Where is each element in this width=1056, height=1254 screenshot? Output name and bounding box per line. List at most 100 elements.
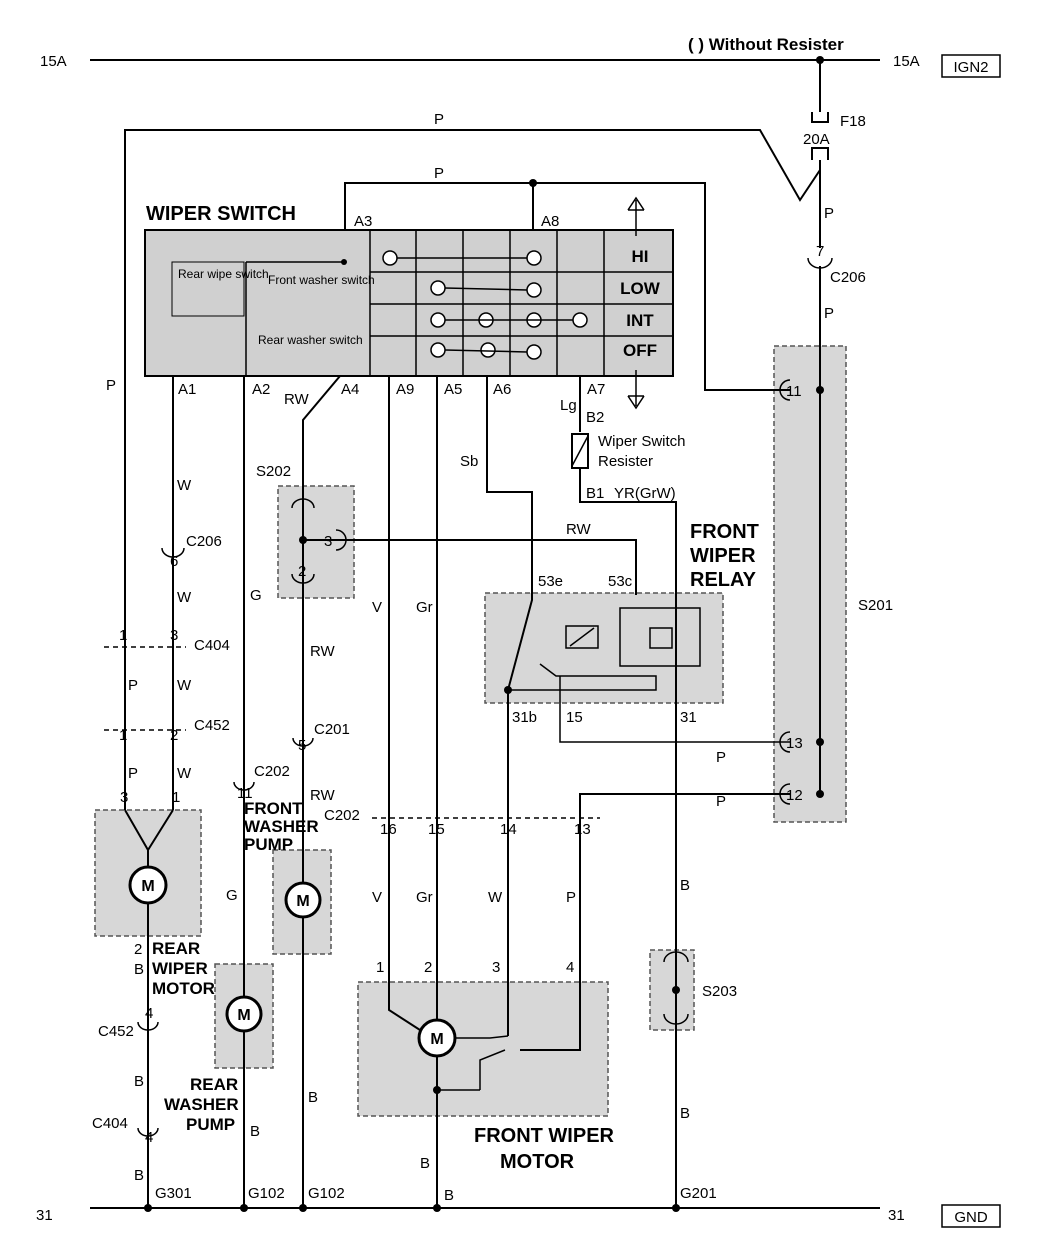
a4-wire [302, 375, 341, 882]
relay-pin-15: 15 [566, 709, 583, 726]
gnd-tag: GND [954, 1209, 988, 1226]
pin-a6: A6 [493, 381, 511, 398]
wire-color-p-7: P [128, 765, 138, 782]
pin-a4: A4 [341, 381, 359, 398]
wiper-switch-body [144, 229, 674, 377]
ign2-tag-box [941, 54, 1001, 78]
wire-color-b-4: B [250, 1123, 260, 1140]
relay-title-2: WIPER [690, 545, 756, 567]
rear-washer-pump-label-3: PUMP [186, 1115, 235, 1134]
s201-pin12 [779, 379, 791, 401]
c404-pin1: 1 [119, 627, 127, 644]
rear-motor-pin1: 1 [172, 789, 180, 806]
relay-internals [510, 607, 790, 743]
wire-color-g-2: G [226, 887, 238, 904]
relay-pin-31: 31 [680, 709, 697, 726]
s202-pin2 [291, 573, 315, 584]
resister-label-2: Resister [598, 453, 653, 470]
wire-color-p-1: P [824, 205, 834, 222]
rear-wipe-switch-label: Rear wipe switch [178, 267, 269, 281]
wire-color-rw-2: RW [566, 521, 592, 538]
switch-contacts [382, 250, 588, 360]
switch-inner-labels: Rear wipe switch Front washer switch Rea… [171, 259, 375, 376]
pin-13: 12 [786, 787, 803, 804]
front-motor-park-switch [455, 1035, 509, 1090]
c206-pin6 [161, 547, 185, 558]
resistor-pin-b1: B1 [586, 485, 604, 502]
s202-pin3-number: 3 [324, 533, 332, 550]
ign2-tag: IGN2 [953, 59, 988, 76]
wire-color-b-5: B [308, 1089, 318, 1106]
pin-6: 6 [170, 553, 178, 570]
pin-a9: A9 [396, 381, 414, 398]
rail-bottom-left-label: 31 [36, 1207, 53, 1224]
a6-wire [486, 376, 533, 691]
c202-pin11 [233, 781, 255, 791]
ground-g201: G201 [680, 1185, 717, 1202]
relay-pin-53c: 53c [608, 573, 633, 590]
relay-title-3: RELAY [690, 569, 757, 591]
pin-a7: A7 [587, 381, 605, 398]
wire-color-p-3: P [434, 111, 444, 128]
fuse-top-cap [811, 112, 829, 123]
rail-bottom-right-label: 31 [888, 1207, 905, 1224]
pin-a2: A2 [252, 381, 270, 398]
rear-wiper-motor-label-3: MOTOR [152, 979, 215, 998]
pin-11: 11 [237, 785, 253, 802]
wiper-switch-grid [369, 230, 673, 376]
motor-pin-1: 1 [376, 959, 384, 976]
rear-wiper-motor-symbol: M [141, 878, 154, 895]
rear-wiper-motor-label-2: WIPER [152, 959, 208, 978]
resistor-pin-b2: B2 [586, 409, 604, 426]
switch-pos-low: LOW [620, 279, 661, 298]
wire-color-lg: Lg [560, 397, 577, 414]
wire-color-gr-1: Gr [416, 599, 433, 616]
c202-label-2: C202 [324, 807, 360, 824]
pin-a5: A5 [444, 381, 462, 398]
switch-contact-bridges [397, 257, 573, 353]
front-washer-pump-symbol: M [296, 893, 309, 910]
s202-pin2-number: 2 [298, 563, 306, 580]
c206-label: C206 [186, 533, 222, 550]
fuse-rating: 20A [803, 131, 830, 148]
rear-washer-pump-symbol: M [237, 1007, 250, 1024]
c452-label: C452 [194, 717, 230, 734]
switch-up-arrow-icon [627, 196, 645, 236]
wire-color-p-9: P [716, 793, 726, 810]
fuse-bottom-cap [811, 147, 829, 160]
wire-color-g-1: G [250, 587, 262, 604]
rear-motor-leads [124, 809, 174, 851]
wire-color-gr-2: Gr [416, 889, 433, 906]
front-wiper-motor-symbol: M [430, 1031, 443, 1048]
c206-label-top: C206 [830, 269, 866, 286]
wire-color-w-4: W [177, 765, 192, 782]
rear-motor-pin3: 3 [120, 789, 128, 806]
c404-pin4-number: 4 [145, 1129, 153, 1146]
pin-12: 11 [786, 383, 802, 400]
wire-color-w-3: W [177, 677, 192, 694]
c202-label: C202 [254, 763, 290, 780]
wire-color-rw-3: RW [310, 643, 336, 660]
ground-g102-a: G102 [248, 1185, 285, 1202]
front-washer-pump-label-2: WASHER [244, 817, 319, 836]
wire-color-w-5: W [488, 889, 503, 906]
relay-pin-53e: 53e [538, 573, 563, 590]
switch-pos-int: INT [626, 311, 654, 330]
c201-pin5 [292, 737, 314, 747]
wire-color-b-7: B [444, 1187, 454, 1204]
wire-color-p-8: P [716, 749, 726, 766]
rear-motor-pin2: 2 [134, 941, 142, 958]
c404-pin4 [137, 1127, 159, 1137]
pin-7: 7 [816, 243, 824, 260]
s201-pin13-wire [520, 793, 790, 1051]
rear-washer-pump-label-1: REAR [190, 1075, 238, 1094]
front-washer-pump-label-1: FRONT [244, 799, 303, 818]
switch-pos-hi: HI [632, 247, 649, 266]
wire-color-p-2: P [824, 305, 834, 322]
rail-top-left-label: 15A [40, 53, 67, 70]
s202-splice-pack [277, 485, 355, 599]
s203-bottom-pin [663, 1013, 689, 1025]
wire-color-w-2: W [177, 589, 192, 606]
switch-down-arrow-icon [627, 370, 645, 410]
relay-title-1: FRONT [690, 521, 759, 543]
